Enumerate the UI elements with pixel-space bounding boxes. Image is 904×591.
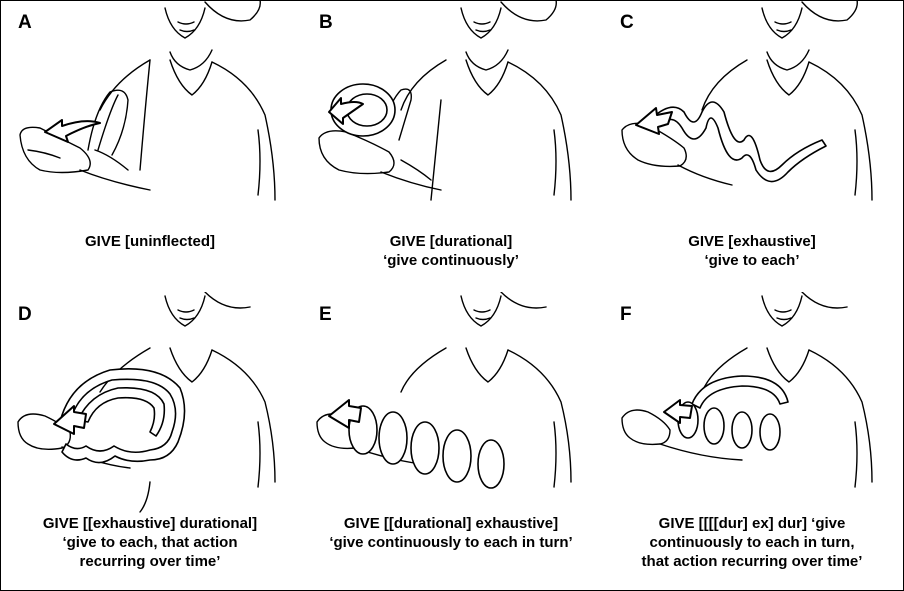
panel-letter: E [319, 304, 332, 326]
panel-b: B GIVE [durational] ‘give continuously’ [301, 0, 601, 290]
caption-line: ‘give continuously’ [301, 251, 601, 270]
caption-line: that action recurring over time’ [602, 552, 902, 571]
caption-line: GIVE [durational] [301, 232, 601, 251]
panel-letter: A [18, 12, 32, 34]
panel-caption: GIVE [[[[dur] ex] dur] ‘give continuousl… [602, 514, 902, 571]
panel-caption: GIVE [exhaustive] ‘give to each’ [602, 232, 902, 270]
caption-line: GIVE [[durational] exhaustive] [301, 514, 601, 533]
caption-line: ‘give to each, that action [0, 533, 300, 552]
panel-caption: GIVE [uninflected] [0, 232, 300, 251]
panel-caption: GIVE [durational] ‘give continuously’ [301, 232, 601, 270]
panel-letter: C [620, 12, 634, 34]
inner-loop-path [78, 388, 164, 436]
panel-e: E GIVE [[durational] exhaustive] ‘give c… [301, 292, 601, 582]
caption-line: recurring over time’ [0, 552, 300, 571]
movement-arrow [54, 406, 86, 434]
signer-figure [100, 292, 275, 512]
caption-line: GIVE [uninflected] [0, 232, 300, 251]
signer-figure [95, 0, 275, 200]
signer-figure [702, 292, 872, 487]
caption-line: ‘give continuously to each in turn’ [301, 533, 601, 552]
panel-letter: F [620, 304, 632, 326]
spiral-movement-path [349, 406, 504, 488]
caption-line: GIVE [[[[dur] ex] dur] ‘give [602, 514, 902, 533]
panel-letter: B [319, 12, 333, 34]
hands [622, 123, 732, 185]
caption-line: continuously to each in turn, [602, 533, 902, 552]
caption-line: GIVE [exhaustive] [602, 232, 902, 251]
spiral-movement-path [678, 402, 780, 450]
zigzag-movement-path [652, 102, 826, 182]
looping-band-path [692, 376, 788, 408]
panel-caption: GIVE [[exhaustive] durational] ‘give to … [0, 514, 300, 571]
panel-letter: D [18, 304, 32, 326]
caption-line: ‘give to each’ [602, 251, 902, 270]
panel-c: C GIVE [exhaustive] ‘give to each’ [602, 0, 902, 290]
circular-movement-arrow [329, 84, 395, 136]
panel-d: D GIVE [[exhaustive] durational] ‘give t… [0, 292, 300, 582]
caption-line: GIVE [[exhaustive] durational] [0, 514, 300, 533]
panel-a: A GIVE [uninflected] [0, 0, 300, 290]
panel-f: F GIVE [[[[dur] ex] dur] ‘give continuou… [602, 292, 902, 582]
panel-caption: GIVE [[durational] exhaustive] ‘give con… [301, 514, 601, 552]
signer-figure [401, 0, 571, 200]
hands [20, 90, 150, 190]
